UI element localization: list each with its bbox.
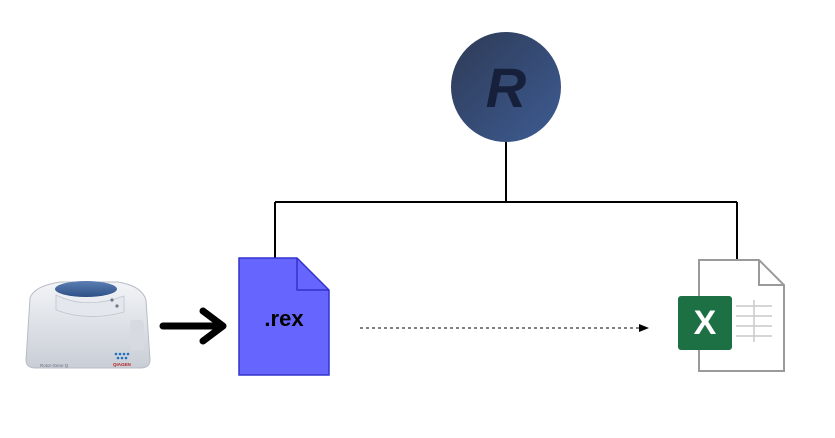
excel-document-fold <box>758 260 784 286</box>
excel-badge-letter: X <box>694 304 717 342</box>
qpcr-instrument-icon: Rotor-Gene Q QIAGEN <box>22 276 156 373</box>
instrument-led <box>115 304 119 308</box>
rex-file-label: .rex <box>264 306 304 331</box>
connector-tree <box>274 142 738 260</box>
excel-file-icon: X <box>678 259 785 372</box>
excel-grid-lines <box>736 300 772 342</box>
rex-file-icon: .rex <box>238 257 330 376</box>
excel-badge <box>678 296 732 350</box>
instrument-side-grip <box>130 320 144 350</box>
instrument-brand-label: Rotor-Gene Q <box>40 363 69 368</box>
r-logo-letter: R <box>486 56 527 119</box>
r-logo: R <box>451 32 561 142</box>
instrument-led <box>110 298 114 302</box>
export-arrow-head <box>199 307 227 345</box>
instrument-maker-label: QIAGEN <box>113 362 131 367</box>
instrument-maker-logo: QIAGEN <box>113 352 131 367</box>
rex-file-fold <box>296 258 329 291</box>
rex-file-body <box>238 257 330 376</box>
export-arrow <box>159 307 227 345</box>
r-logo-circle <box>451 32 561 142</box>
instrument-lid <box>55 281 117 297</box>
instrument-front-panel <box>55 294 125 317</box>
